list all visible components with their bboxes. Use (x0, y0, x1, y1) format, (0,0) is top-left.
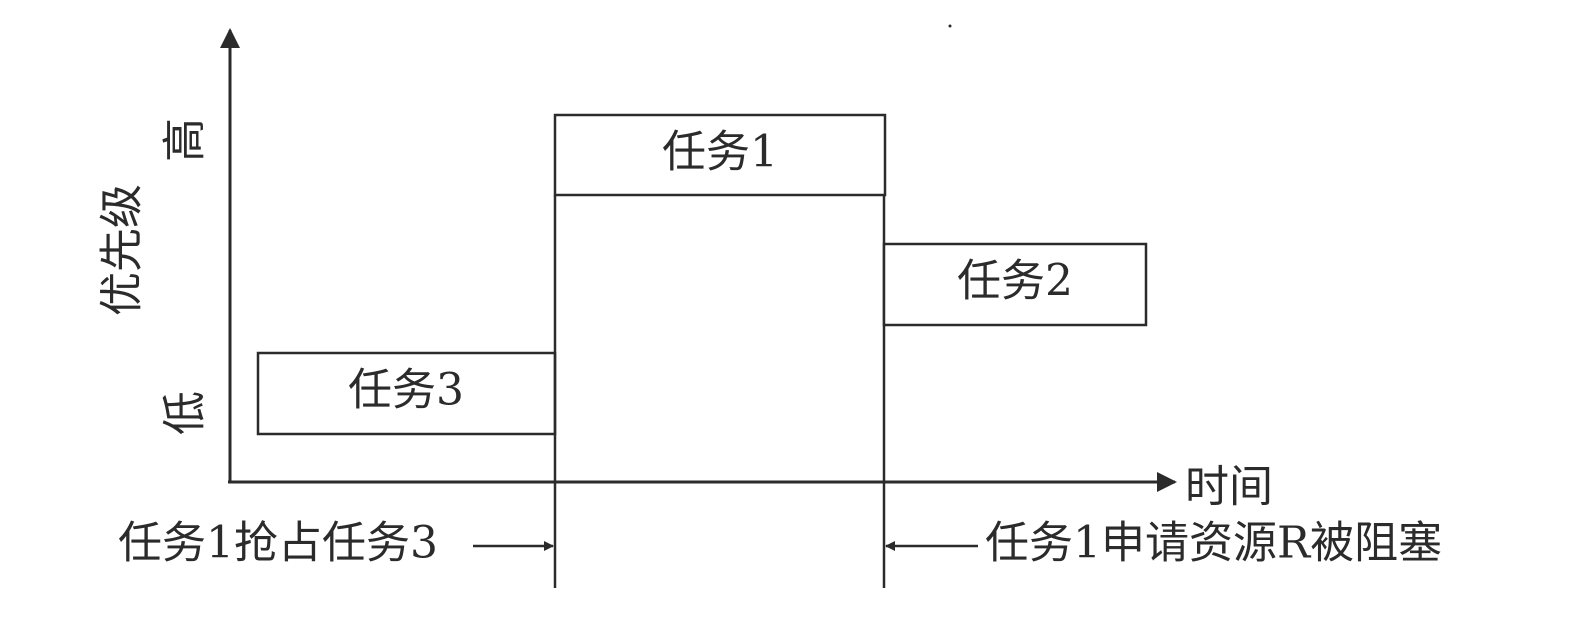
y-high-label: 高 (160, 118, 211, 162)
y-axis-label: 优先级 (97, 184, 148, 316)
scan-speck (948, 24, 952, 28)
blocked-annotation: 任务1申请资源R被阻塞 (985, 518, 1442, 569)
preempt-annotation: 任务1抢占任务3 (118, 518, 438, 569)
task2-label: 任务2 (957, 256, 1073, 307)
x-axis-label: 时间 (1185, 462, 1273, 513)
task3-block (256, 351, 557, 436)
task1-label: 任务1 (662, 127, 778, 178)
y-low-label: 低 (160, 391, 211, 435)
task1-block (553, 113, 887, 197)
task2-block (882, 242, 1148, 327)
task3-label: 任务3 (348, 365, 464, 416)
